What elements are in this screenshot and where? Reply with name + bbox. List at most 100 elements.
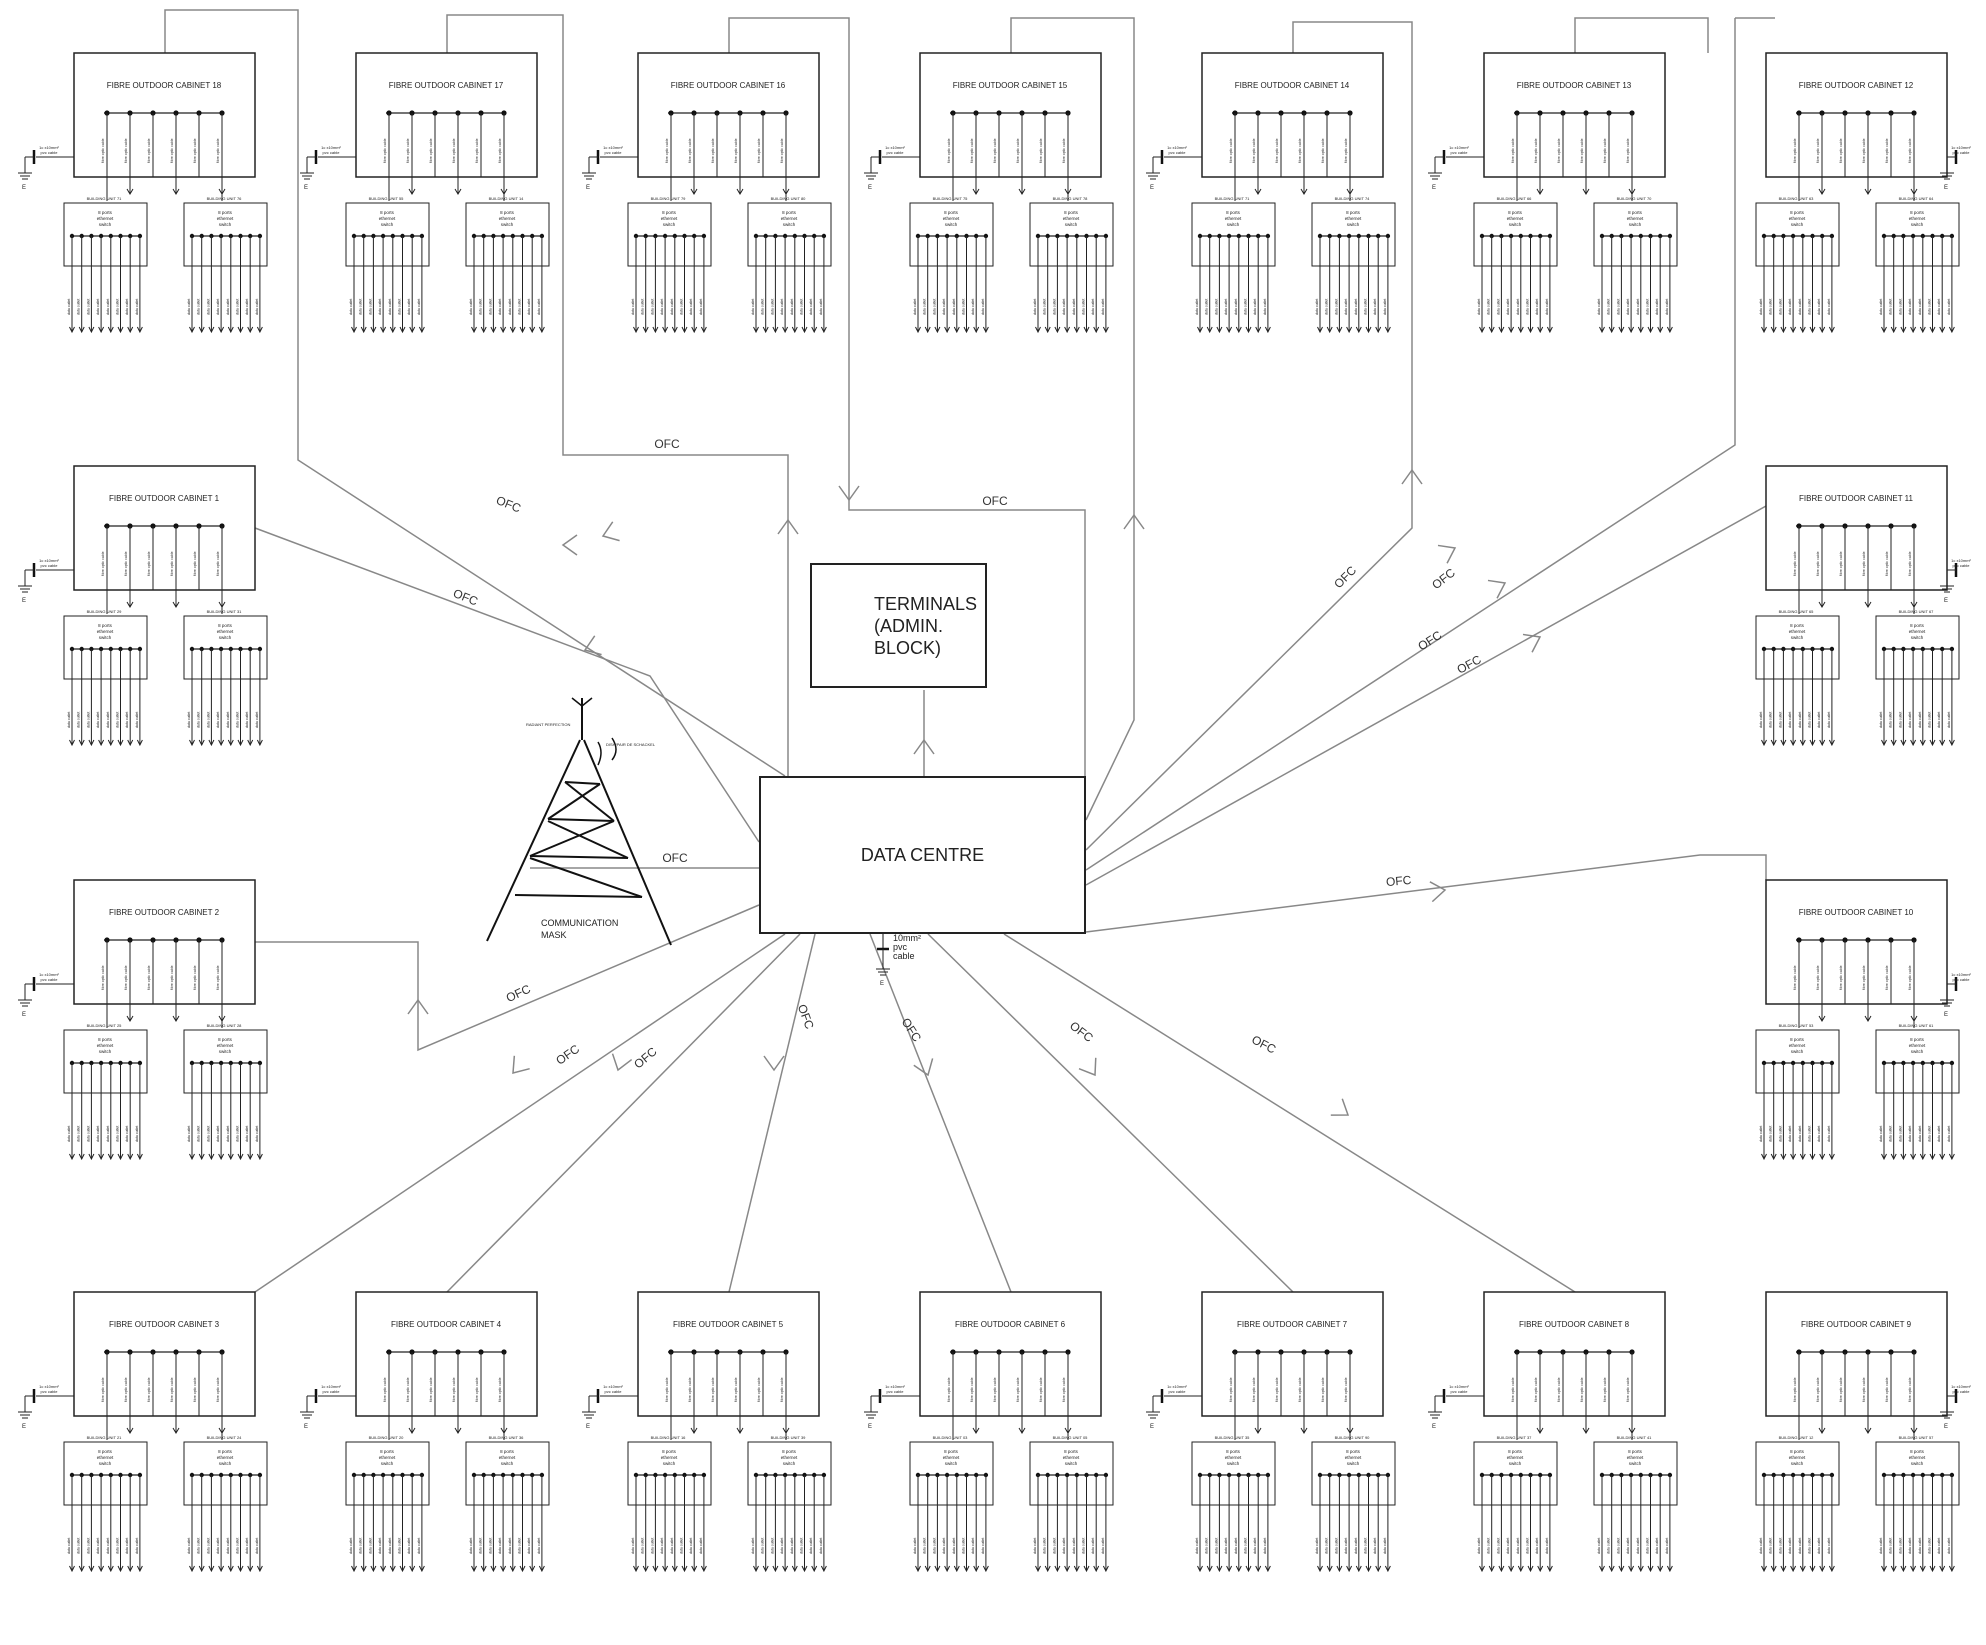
arrow-icon	[78, 739, 85, 747]
pvc-text: pvc cable	[887, 150, 905, 155]
switch-text: switch	[501, 222, 514, 227]
arrow-icon	[389, 326, 396, 334]
fibre-label: fibre optic cable	[688, 138, 692, 163]
outlet-label: data outlet	[135, 1126, 139, 1142]
arrow-icon	[972, 188, 980, 195]
arrow-icon	[1790, 1153, 1797, 1161]
arrow-icon	[671, 326, 678, 334]
outlet-label: data outlet	[106, 1538, 110, 1554]
direction-arrow-icon	[561, 534, 578, 556]
ethernet-switch	[63, 615, 148, 680]
earth-label: E	[1150, 185, 1154, 191]
switch-text: ethernet	[1627, 1455, 1644, 1460]
switch-text: ethernet	[781, 1455, 798, 1460]
outlet-label: data outlet	[1033, 1538, 1037, 1554]
data-centre[interactable]: DATA CENTRE	[759, 776, 1086, 934]
arrow-icon	[1628, 326, 1635, 334]
fibre-label: fibre optic cable	[1062, 138, 1066, 163]
arrow-icon	[963, 1565, 970, 1573]
arrow-icon	[107, 739, 114, 747]
cabinet-title: FIBRE OUTDOOR CABINET 17	[389, 81, 504, 90]
outlet-label: data outlet	[1798, 299, 1802, 315]
arrow-icon	[1948, 326, 1955, 334]
outlet-label: data outlet	[255, 299, 259, 315]
outlet-label: data outlet	[86, 1126, 90, 1142]
arrow-icon	[218, 1565, 225, 1573]
outlet-label: data outlet	[1937, 299, 1941, 315]
earth-label: E	[304, 185, 308, 191]
arrow-icon	[1799, 1153, 1806, 1161]
terminals-admin-block[interactable]: TERMINALS (ADMIN. BLOCK)	[810, 563, 987, 688]
building-unit-label: BUILDING UNIT 20	[369, 1435, 405, 1440]
arrow-icon	[1809, 1565, 1816, 1573]
ethernet-switch	[1311, 202, 1396, 267]
building-unit-label: BUILDING UNIT 25	[87, 1023, 123, 1028]
switch-text: ethernet	[661, 216, 678, 221]
ethernet-switch	[183, 1029, 268, 1094]
arrow-icon	[1073, 1565, 1080, 1573]
switch-text: 8 ports	[1508, 1449, 1523, 1454]
switch-text: switch	[1911, 635, 1924, 640]
arrow-icon	[1939, 326, 1946, 334]
ethernet-switch	[1875, 615, 1960, 680]
mast-small-label: DISH/PAIR DE SCHACKEL	[606, 742, 656, 747]
switch-text: 8 ports	[662, 1449, 677, 1454]
pvc-text: 1c x10mm²	[1951, 558, 1971, 563]
outlet-label: data outlet	[1817, 1538, 1821, 1554]
outlet-label: data outlet	[1253, 299, 1257, 315]
fibre-label: fibre optic cable	[711, 138, 715, 163]
earth-label: E	[1150, 1424, 1154, 1430]
arrow-icon	[172, 1015, 180, 1022]
outlet-label: data outlet	[1091, 1538, 1095, 1554]
outlet-label: data outlet	[187, 299, 191, 315]
earth-icon: E	[1940, 580, 1954, 604]
earth-label: E	[22, 1424, 26, 1430]
outlet-label: data outlet	[1496, 299, 1500, 315]
arrow-icon	[652, 326, 659, 334]
pvc-text: 1c x10mm²	[1449, 145, 1469, 150]
arrow-icon	[1498, 326, 1505, 334]
switch-text: ethernet	[1225, 1455, 1242, 1460]
outlet-label: data outlet	[1487, 299, 1491, 315]
outlet-label: data outlet	[1918, 712, 1922, 728]
switch-text: ethernet	[1345, 216, 1362, 221]
fibre-label: fibre optic cable	[1626, 138, 1630, 163]
arrow-icon	[1197, 1565, 1203, 1573]
fibre-label: fibre optic cable	[193, 965, 197, 990]
fibre-label: fibre optic cable	[383, 138, 387, 163]
ethernet-switch	[1311, 1441, 1396, 1506]
arrow-icon	[820, 1565, 827, 1573]
mast-label: MASK	[541, 930, 567, 940]
arrow-icon	[1054, 326, 1061, 334]
ofc-link	[446, 933, 801, 1293]
ofc-label: OFC	[1249, 1032, 1278, 1056]
building-unit-label: BUILDING UNIT 55	[369, 196, 405, 201]
arrow-icon	[1919, 326, 1926, 334]
arrow-icon	[1522, 633, 1542, 653]
fibre-label: fibre optic cable	[406, 1377, 410, 1402]
outlet-label: data outlet	[417, 299, 421, 315]
switch-text: ethernet	[379, 216, 396, 221]
outlet-label: data outlet	[1477, 299, 1481, 315]
arrow-icon	[1890, 326, 1897, 334]
switch-text: 8 ports	[500, 1449, 515, 1454]
outlet-label: data outlet	[1487, 1538, 1491, 1554]
arrow-icon	[360, 1565, 367, 1573]
fibre-outdoor-cabinet	[637, 52, 820, 178]
outlet-label: data outlet	[780, 299, 784, 315]
arrow-icon	[762, 1565, 769, 1573]
outlet-label: data outlet	[1928, 712, 1932, 728]
arrow-icon	[924, 326, 931, 334]
outlet-label: data outlet	[1655, 299, 1659, 315]
fibre-label: fibre optic cable	[1862, 1377, 1866, 1402]
outlet-label: data outlet	[1354, 299, 1358, 315]
arrow-icon	[136, 1153, 143, 1161]
arrow-icon	[227, 739, 234, 747]
earth-label: E	[868, 1424, 872, 1430]
outlet-label: data outlet	[206, 1538, 210, 1554]
fibre-label: fibre optic cable	[1275, 138, 1279, 163]
arrow-icon	[78, 326, 85, 334]
switch-text: ethernet	[97, 629, 114, 634]
